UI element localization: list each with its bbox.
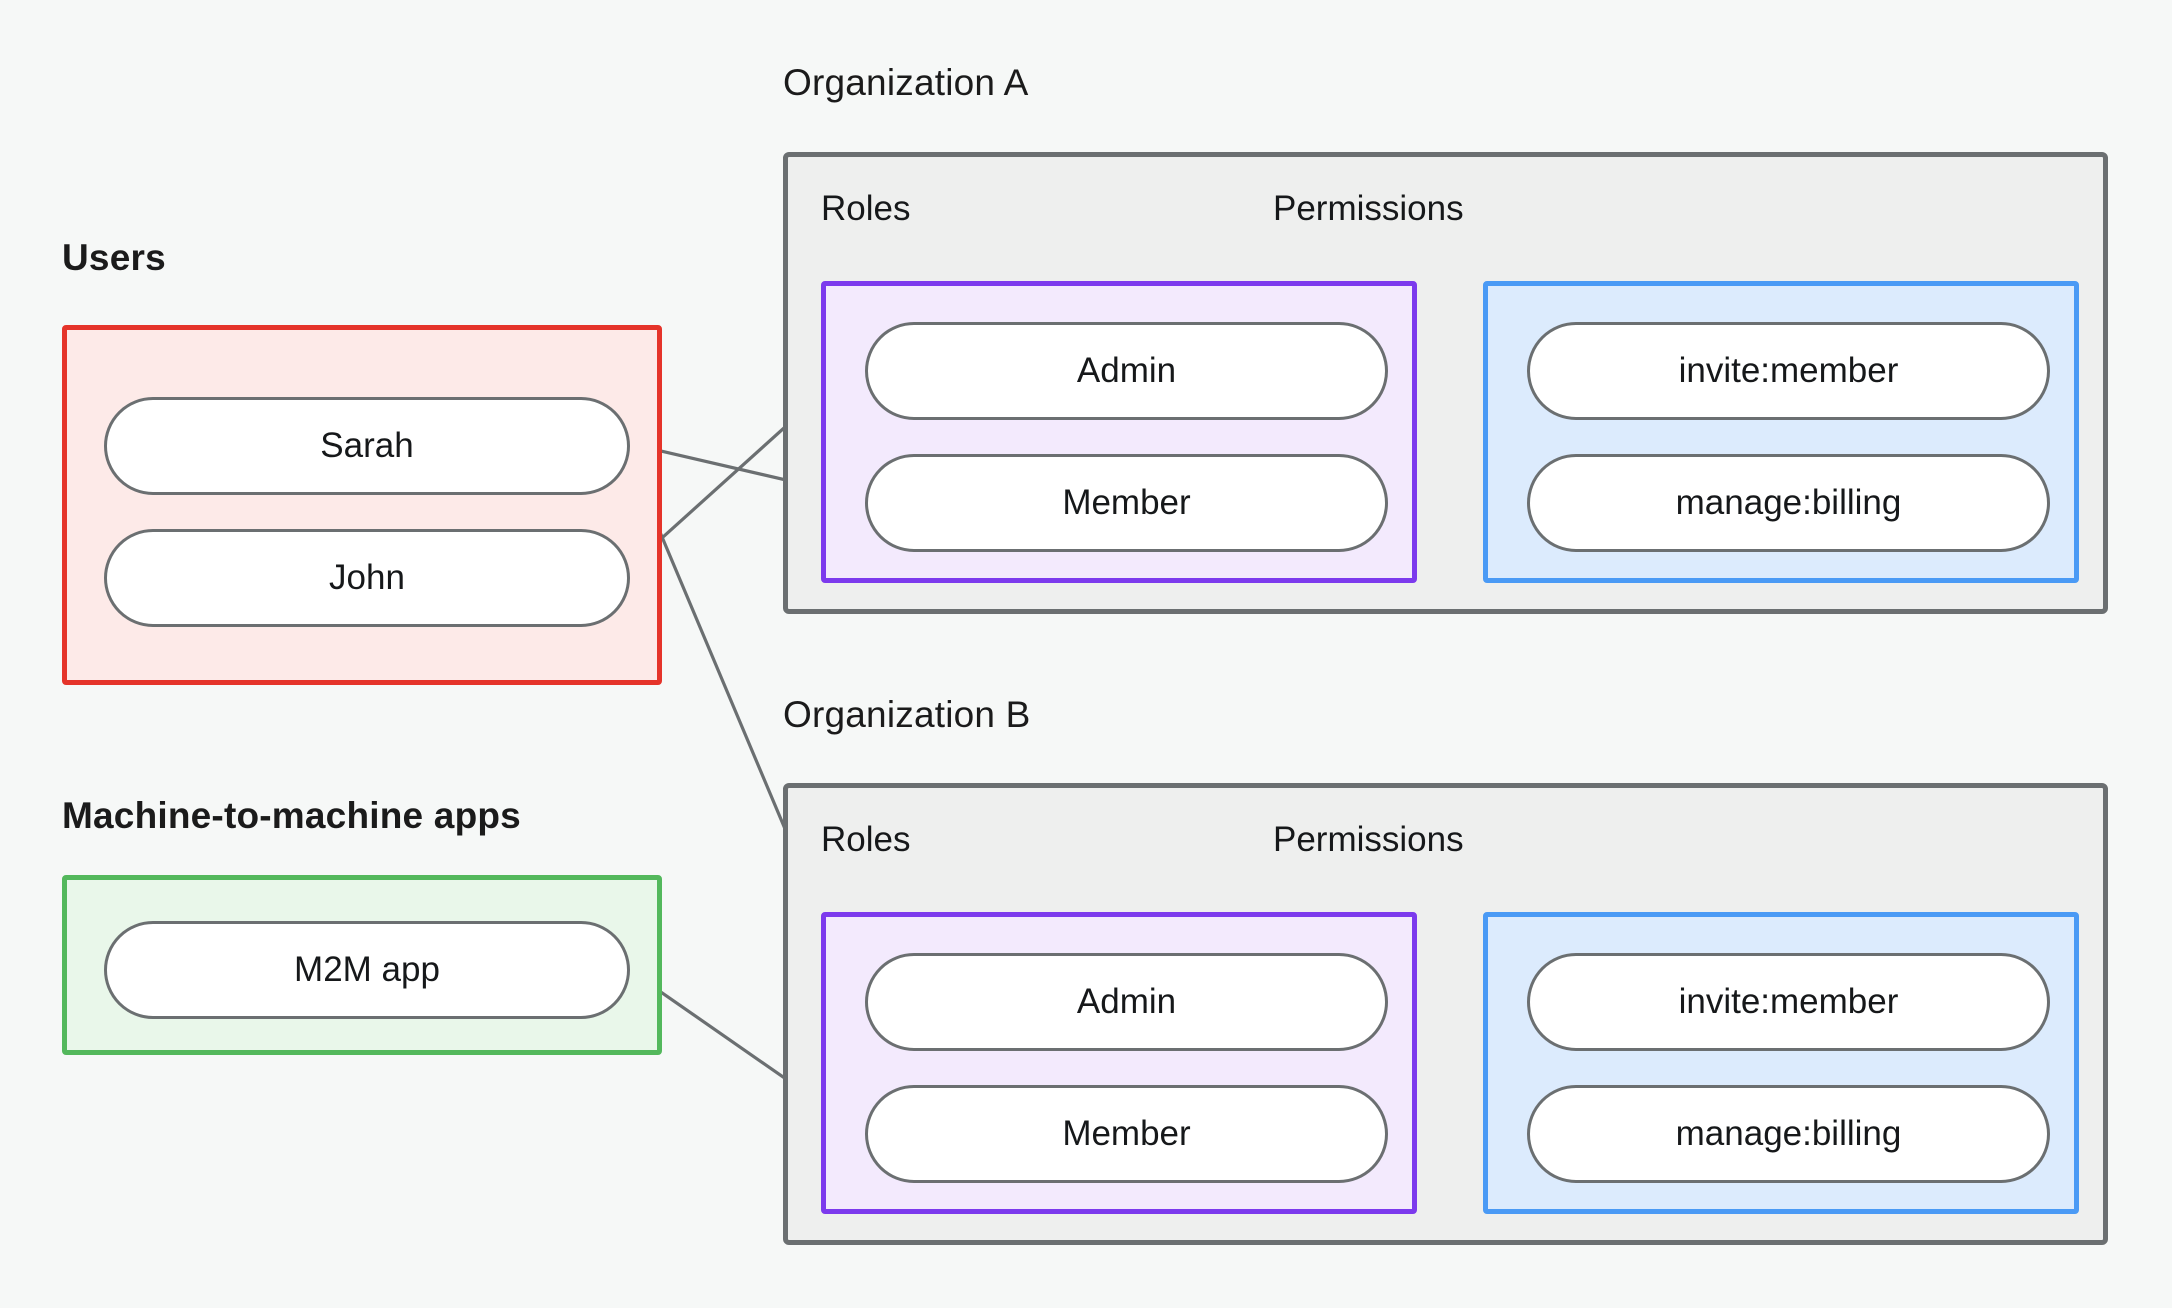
- org-b-role-pill-member[interactable]: Member: [865, 1085, 1388, 1183]
- org-a-permission-pill-manage-billing[interactable]: manage:billing: [1527, 454, 2050, 552]
- org-b-permissions-box: invite:member manage:billing: [1483, 912, 2079, 1214]
- organization-a-box: Roles Permissions Admin Member invite:me…: [783, 152, 2108, 614]
- org-b-permissions-label: Permissions: [1273, 820, 1464, 859]
- org-a-role-pill-member[interactable]: Member: [865, 454, 1388, 552]
- users-section-title: Users: [62, 237, 166, 278]
- org-b-roles-box: Admin Member: [821, 912, 1417, 1214]
- org-a-roles-label: Roles: [821, 189, 911, 228]
- org-b-permission-pill-manage-billing[interactable]: manage:billing: [1527, 1085, 2050, 1183]
- organization-b-title: Organization B: [783, 694, 1031, 735]
- org-b-role-pill-admin[interactable]: Admin: [865, 953, 1388, 1051]
- user-pill-sarah[interactable]: Sarah: [104, 397, 630, 495]
- m2m-pill-app[interactable]: M2M app: [104, 921, 630, 1019]
- org-a-permissions-label: Permissions: [1273, 189, 1464, 228]
- org-a-roles-box: Admin Member: [821, 281, 1417, 583]
- m2m-section-title: Machine-to-machine apps: [62, 795, 521, 836]
- organization-b-box: Roles Permissions Admin Member invite:me…: [783, 783, 2108, 1245]
- users-group-box: Sarah John: [62, 325, 662, 685]
- user-pill-john[interactable]: John: [104, 529, 630, 627]
- org-b-permission-pill-invite-member[interactable]: invite:member: [1527, 953, 2050, 1051]
- org-a-permissions-box: invite:member manage:billing: [1483, 281, 2079, 583]
- organization-a-title: Organization A: [783, 62, 1029, 103]
- org-a-permission-pill-invite-member[interactable]: invite:member: [1527, 322, 2050, 420]
- org-a-role-pill-admin[interactable]: Admin: [865, 322, 1388, 420]
- org-b-roles-label: Roles: [821, 820, 911, 859]
- m2m-group-box: M2M app: [62, 875, 662, 1055]
